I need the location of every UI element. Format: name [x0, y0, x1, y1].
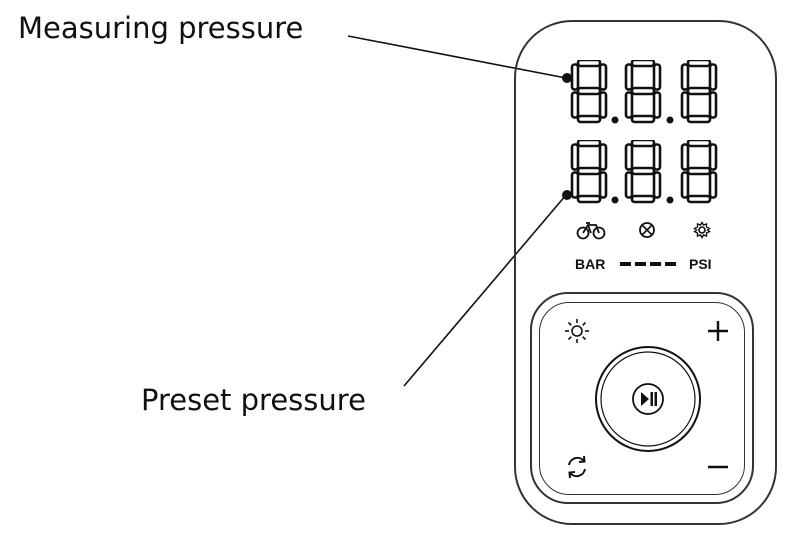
pump-device-body — [514, 20, 777, 525]
segment-g — [576, 166, 602, 176]
segment-c — [708, 91, 718, 119]
segment-g — [630, 86, 656, 96]
segment-f — [624, 63, 634, 91]
plus-icon — [708, 321, 728, 341]
segment-c — [598, 171, 608, 199]
control-panel-outer — [530, 292, 754, 504]
segment-f — [570, 143, 580, 171]
refresh-icon — [568, 455, 586, 479]
segment-b — [598, 63, 608, 91]
preset-pressure-label: Preset pressure — [141, 383, 366, 417]
segment-a — [686, 140, 712, 148]
decimal-point — [666, 196, 674, 204]
preset-digits — [570, 140, 718, 204]
sun-icon — [565, 319, 589, 343]
segment-c — [652, 91, 662, 119]
segment-e — [680, 91, 690, 119]
segment-d — [686, 194, 712, 204]
reset-button[interactable] — [562, 452, 592, 482]
measuring-pressure-readout — [570, 60, 720, 126]
lcd-display — [570, 60, 720, 210]
segment-f — [624, 143, 634, 171]
bicycle-icon — [576, 222, 606, 240]
segment-d — [630, 194, 656, 204]
segment-c — [708, 171, 718, 199]
segment-a — [630, 140, 656, 148]
unit-psi-label: PSI — [689, 256, 712, 272]
segment-f — [680, 143, 690, 171]
segment-d — [630, 114, 656, 124]
segment-e — [624, 171, 634, 199]
segment-c — [652, 171, 662, 199]
light-button[interactable] — [562, 316, 592, 346]
measuring-digits — [570, 60, 718, 124]
decimal-point — [611, 196, 619, 204]
segment-g — [576, 86, 602, 96]
segment-b — [708, 63, 718, 91]
segment-b — [598, 143, 608, 171]
segment-g — [630, 166, 656, 176]
segment-g — [686, 166, 712, 176]
segment-e — [624, 91, 634, 119]
gear-icon — [693, 221, 711, 239]
segment-a — [630, 60, 656, 68]
segment-a — [576, 140, 602, 148]
segment-d — [686, 114, 712, 124]
segment-e — [680, 171, 690, 199]
segment-d — [576, 194, 602, 204]
unit-bar-label: BAR — [575, 256, 606, 272]
segment-b — [652, 63, 662, 91]
preset-leader-dot — [562, 190, 572, 200]
start-stop-dial — [595, 346, 701, 452]
start-stop-button[interactable] — [590, 346, 706, 452]
play-pause-icon — [641, 392, 657, 406]
plus-button[interactable] — [703, 316, 733, 346]
segment-g — [686, 86, 712, 96]
minus-button[interactable] — [703, 452, 733, 482]
minus-icon — [708, 465, 728, 469]
segment-e — [570, 171, 580, 199]
segment-a — [576, 60, 602, 68]
preset-pressure-readout — [570, 140, 720, 206]
measuring-pressure-label: Measuring pressure — [18, 11, 304, 45]
segment-f — [680, 63, 690, 91]
control-panel-inner — [539, 302, 745, 495]
segment-b — [708, 143, 718, 171]
decimal-point — [611, 116, 619, 124]
preset-leader-line — [403, 194, 567, 387]
unit-indicator-dashes — [620, 262, 676, 266]
segment-a — [686, 60, 712, 68]
segment-c — [598, 91, 608, 119]
segment-f — [570, 63, 580, 91]
segment-d — [576, 114, 602, 124]
segment-b — [652, 143, 662, 171]
segment-e — [570, 91, 580, 119]
decimal-point — [666, 116, 674, 124]
ball-icon — [639, 222, 655, 238]
